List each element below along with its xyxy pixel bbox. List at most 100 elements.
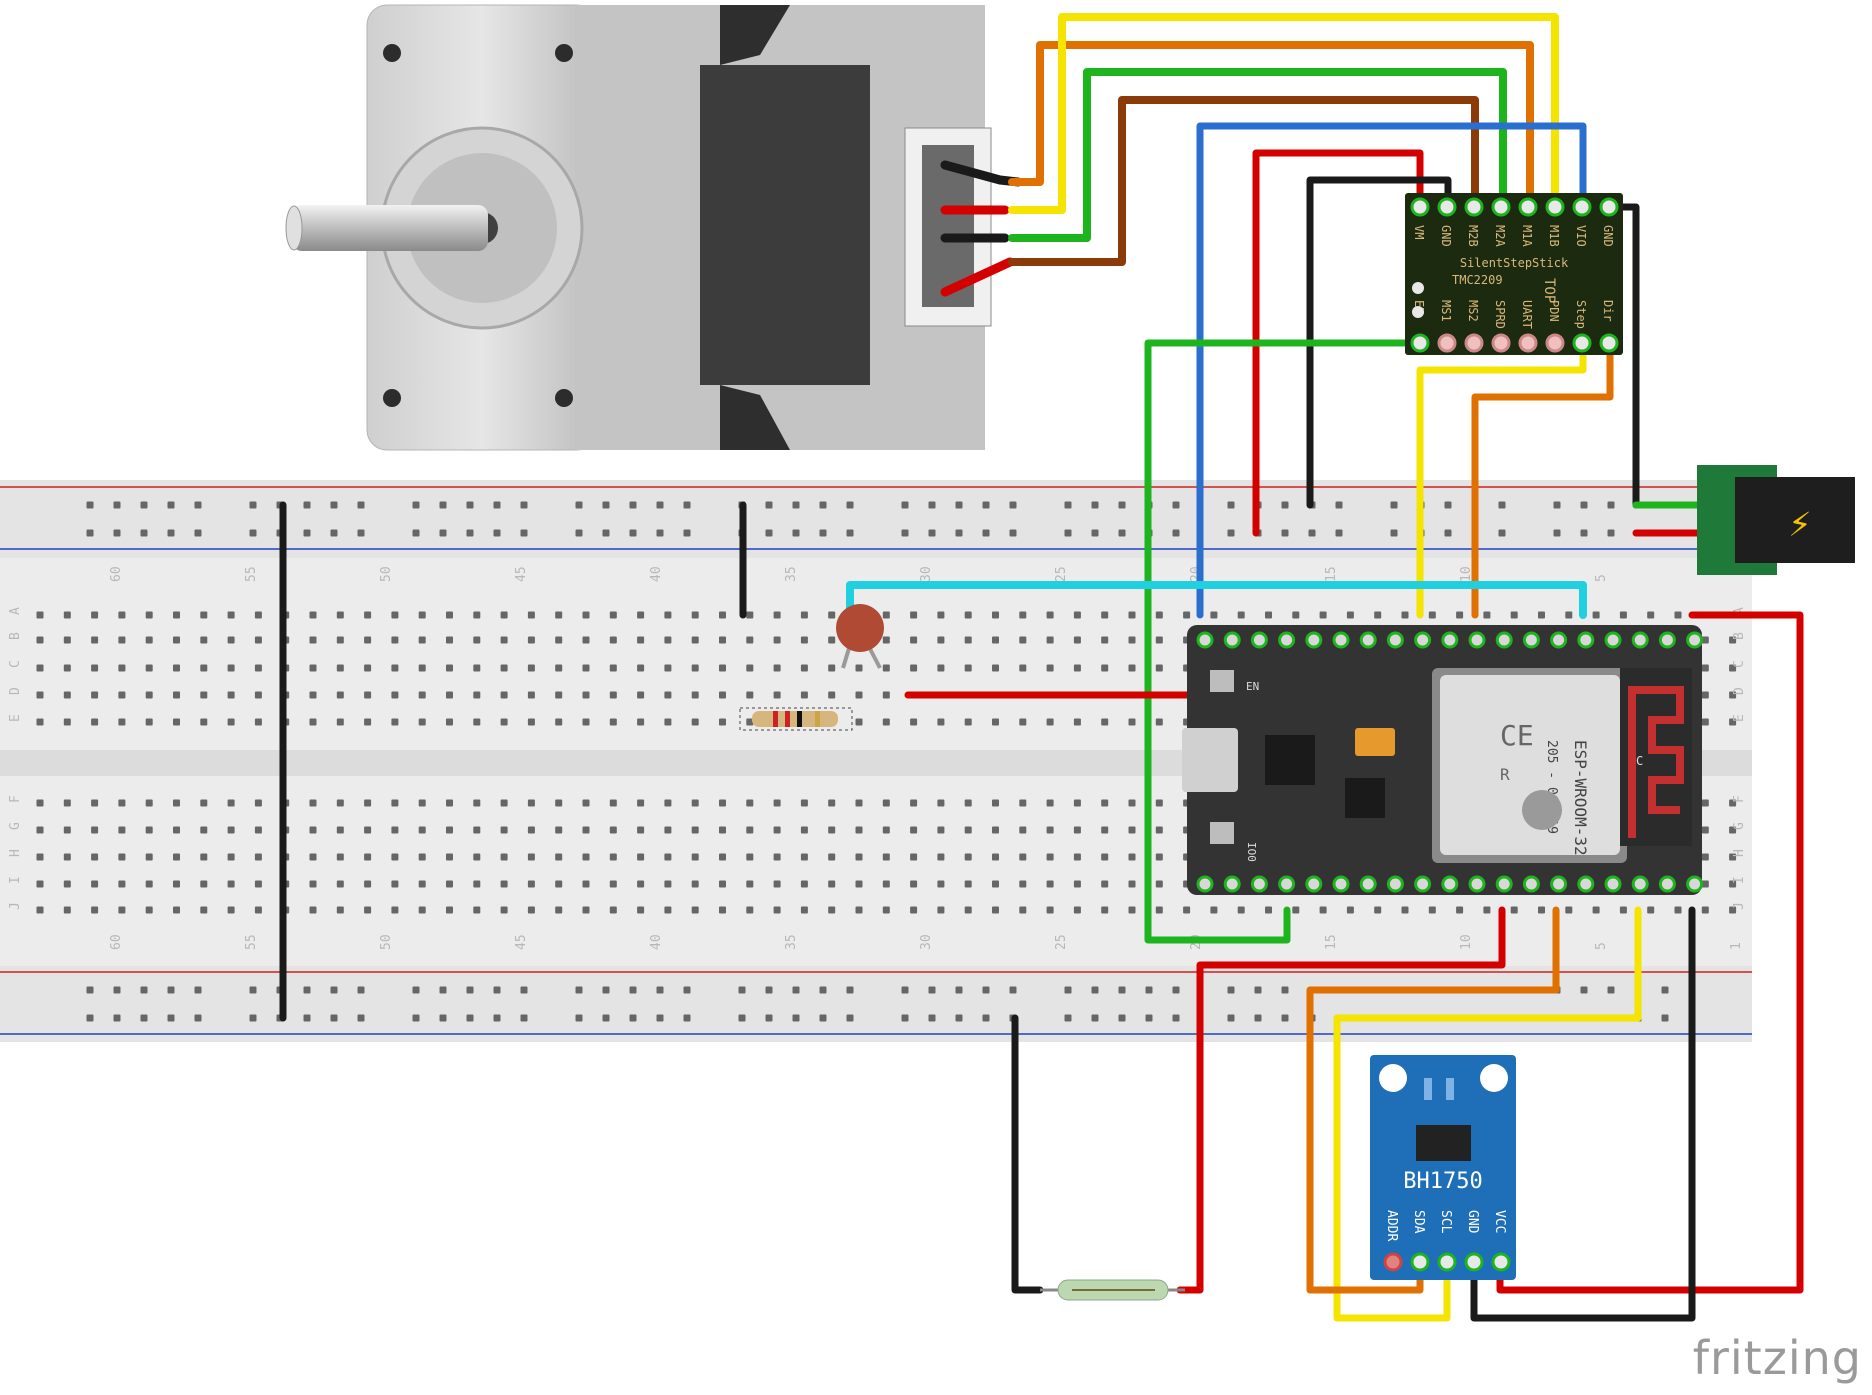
rail-hole (1281, 1014, 1289, 1022)
breadboard-hole (1046, 853, 1054, 861)
breadboard-hole (1073, 799, 1081, 807)
rail-hole (1661, 1014, 1669, 1022)
esp32-module-name: ESP-WROOM-32 (1571, 740, 1590, 856)
rail-hole (1580, 529, 1588, 537)
breadboard-hole (746, 636, 754, 644)
breadboard-hole (664, 826, 672, 834)
breadboard-hole (937, 636, 945, 644)
bottom-power-rail (0, 966, 1752, 1042)
breadboard-hole (1401, 906, 1409, 914)
rail-hole (303, 1014, 311, 1022)
rail-hole (412, 986, 420, 994)
rail-hole (846, 1014, 854, 1022)
breadboard-hole (800, 611, 808, 619)
driver-bottom-pin (1437, 333, 1457, 353)
rail-hole (167, 1014, 175, 1022)
mount-hole-bl (383, 389, 401, 407)
breadboard-hole (1729, 691, 1737, 699)
driver-bottom-pin (1599, 333, 1619, 353)
rail-hole (955, 986, 963, 994)
esp32-header-pin (1414, 875, 1432, 893)
breadboard-hole (500, 906, 508, 914)
breadboard-hole (1128, 611, 1136, 619)
breadboard-hole (63, 853, 71, 861)
breadboard-hole (937, 826, 945, 834)
driver-bottom-pin-label: UART (1520, 300, 1534, 329)
breadboard-hole (227, 906, 235, 914)
breadboard-hole (1538, 906, 1545, 914)
breadboard-hole (1128, 906, 1136, 914)
esp32-header-pin (1686, 631, 1704, 649)
breadboard-hole (418, 691, 426, 699)
breadboard-hole (637, 611, 645, 619)
row-label: F (1732, 795, 1747, 803)
rail-hole (1064, 1014, 1072, 1022)
breadboard-hole (227, 664, 235, 672)
esp32-header-pin (1305, 631, 1323, 649)
breadboard-hole (1456, 906, 1464, 914)
rail-hole (656, 986, 664, 994)
breadboard-hole (1729, 799, 1737, 807)
breadboard-hole (446, 826, 453, 834)
rail-hole (575, 986, 583, 994)
rail-hole (466, 529, 474, 537)
breadboard-hole (1237, 906, 1245, 914)
sensor-pin-label: VCC (1492, 1210, 1507, 1233)
breadboard-hole (173, 718, 180, 726)
breadboard-hole (609, 664, 617, 672)
breadboard-hole (91, 906, 99, 914)
breadboard-hole (746, 611, 754, 619)
rail-hole (520, 986, 528, 994)
breadboard-hole (1128, 826, 1136, 834)
breadboard-hole (418, 799, 426, 807)
breadboard-hole (1210, 611, 1218, 619)
esp32-header-pin (1631, 631, 1649, 649)
driver-bottom-pin (1572, 333, 1592, 353)
rail-hole (439, 501, 447, 509)
breadboard-hole (773, 799, 781, 807)
rail-hole (1444, 529, 1452, 537)
rail-hole (819, 529, 827, 537)
esp32-ce-mark: CE (1500, 719, 1534, 752)
esp32-header-pin (1278, 875, 1296, 893)
breadboard-hole (609, 906, 617, 914)
rail-hole (1227, 529, 1235, 537)
breadboard-hole (582, 853, 590, 861)
row-label: I (8, 876, 23, 884)
esp32-header-pin (1332, 875, 1350, 893)
breadboard-hole (964, 880, 972, 888)
rail-hole (819, 501, 827, 509)
breadboard-hole (364, 799, 372, 807)
driver-top-pin-label: M2B (1466, 225, 1480, 247)
breadboard-hole (336, 611, 344, 619)
breadboard-hole (254, 853, 262, 861)
rail-hole (249, 1014, 257, 1022)
breadboard-hole (200, 691, 208, 699)
driver-top-pin (1437, 197, 1457, 217)
breadboard-hole (582, 611, 590, 619)
breadboard-hole (1046, 664, 1054, 672)
breadboard-hole (1647, 611, 1655, 619)
column-label-top: 10 (1459, 566, 1474, 582)
breadboard-hole (1128, 853, 1136, 861)
breadboard-hole (746, 799, 754, 807)
breadboard-hole (118, 691, 126, 699)
voltage-regulator (1345, 778, 1385, 818)
breadboard-hole (800, 906, 808, 914)
breadboard-hole (446, 853, 453, 861)
breadboard-hole (336, 826, 344, 834)
breadboard-hole (1701, 880, 1709, 888)
resistor-selection (739, 707, 853, 731)
breadboard-hole (691, 880, 699, 888)
rail-hole (819, 986, 827, 994)
rail-hole (140, 529, 148, 537)
rail-hole (86, 501, 94, 509)
breadboard-hole (664, 664, 672, 672)
column-label-top: 45 (514, 566, 529, 582)
breadboard-hole (555, 853, 563, 861)
breadboard-hole (1019, 718, 1027, 726)
esp32-header-pin (1250, 631, 1268, 649)
breadboard-hole (364, 664, 372, 672)
breadboard-hole (309, 906, 317, 914)
